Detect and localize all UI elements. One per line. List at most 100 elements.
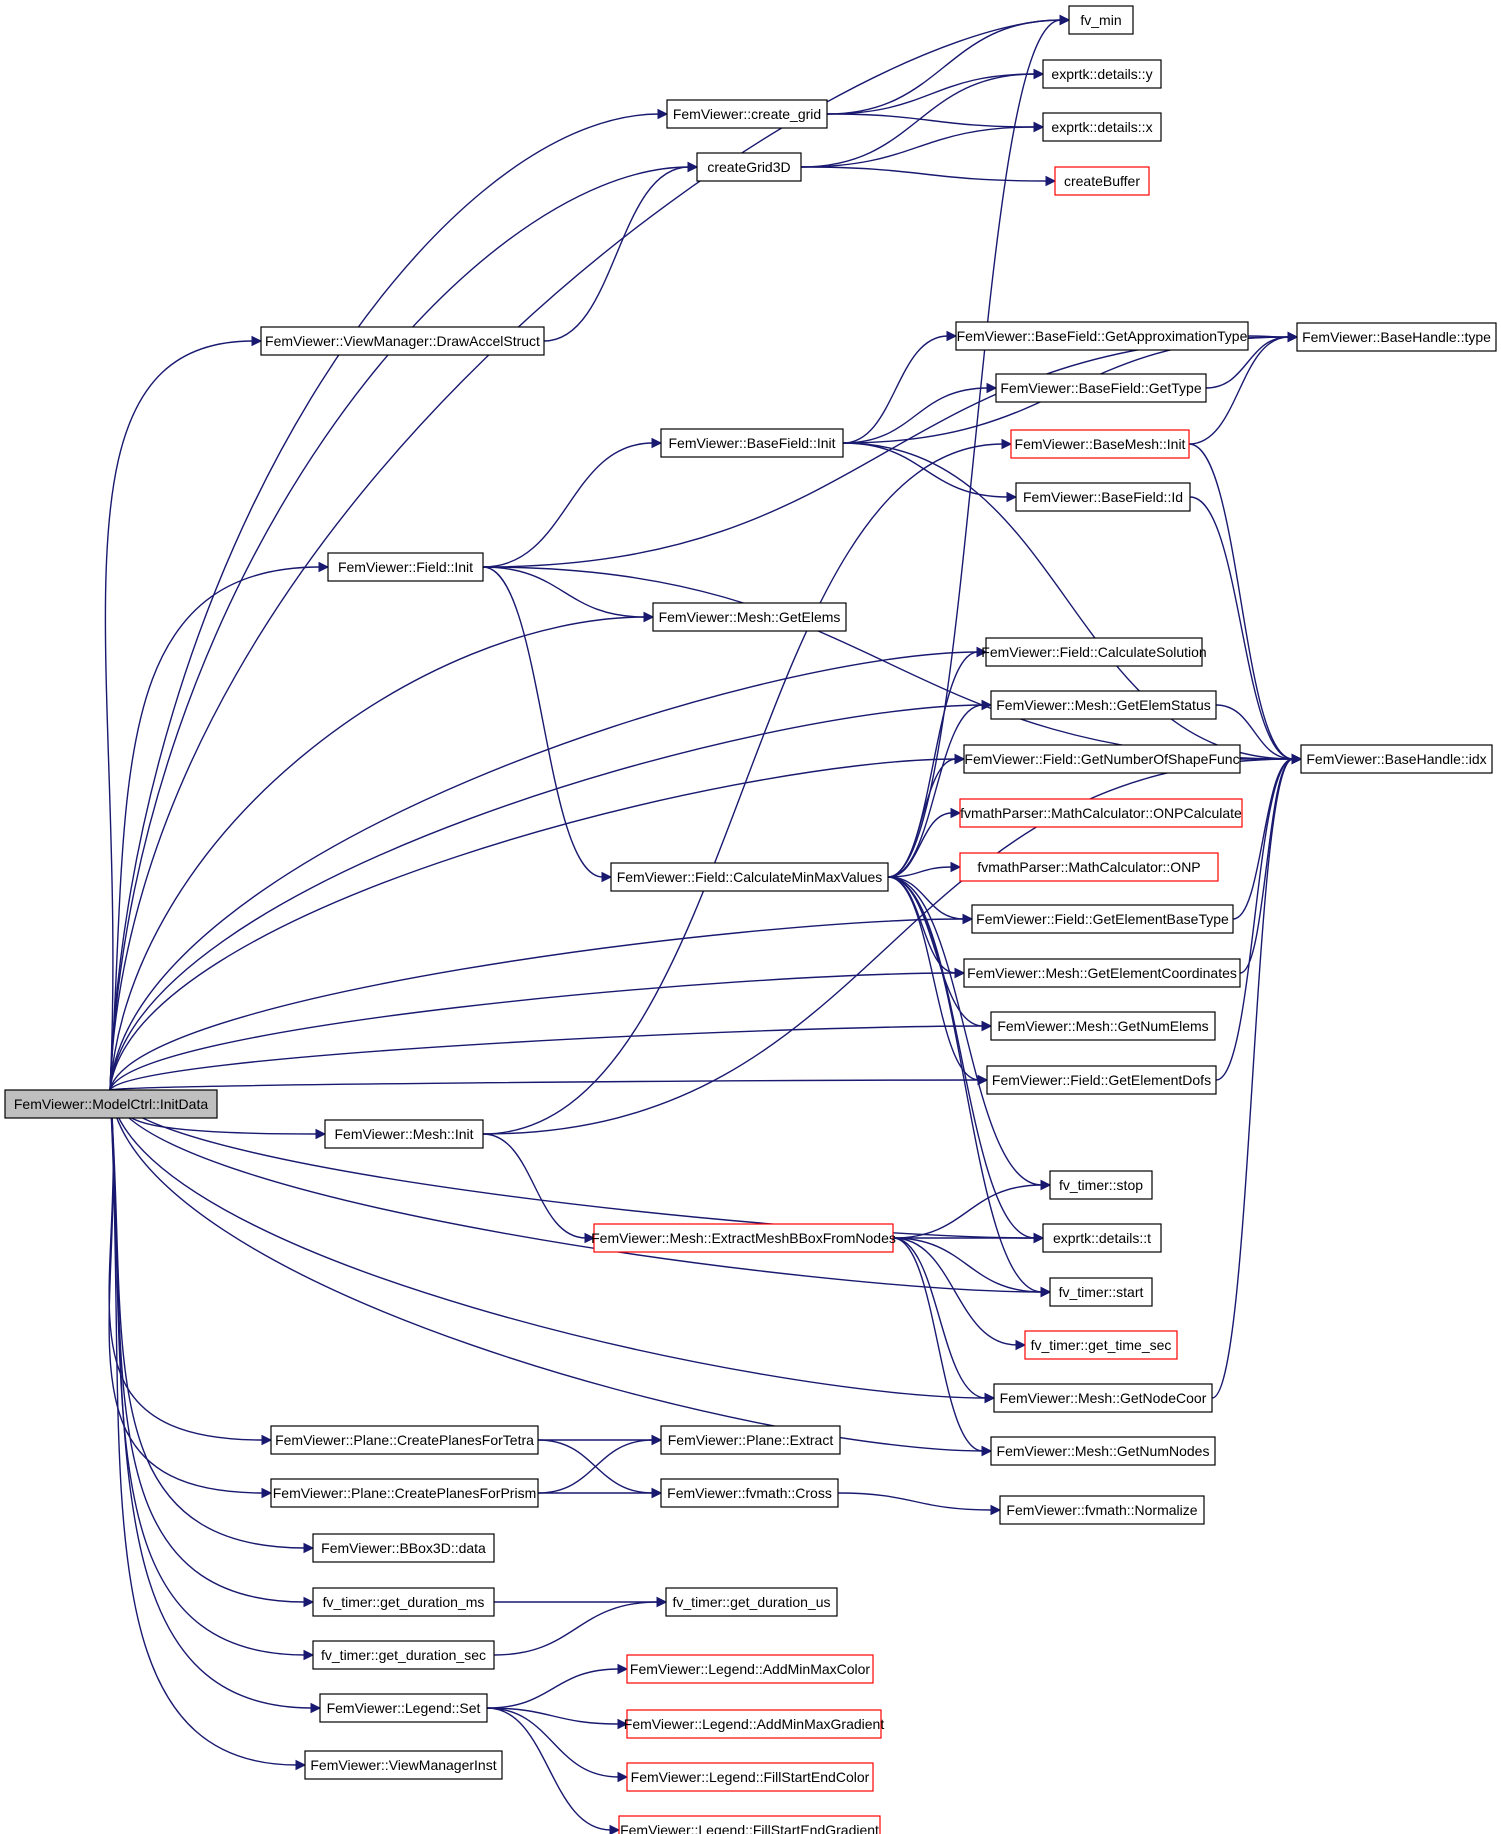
graph-node[interactable]: FemViewer::Field::CalculateMinMaxValues [610,862,889,892]
node-box [959,852,1219,882]
graph-node[interactable]: fv_timer::stop [1049,1170,1153,1200]
node-box [995,373,1207,403]
node-box [312,1640,495,1670]
graph-node[interactable]: exprtk::details::t [1042,1223,1162,1253]
edge-n0-n19 [109,753,966,1091]
graph-node[interactable]: createGrid3D [696,152,802,182]
graph-node[interactable]: FemViewer::BaseField::Id [1015,482,1191,512]
node-box [985,637,1203,667]
graph-node[interactable]: fv_min [1068,5,1134,35]
node-box [260,326,545,356]
graph-node[interactable]: FemViewer::Plane::CreatePlanesForTetra [270,1425,539,1455]
node-box [312,1587,495,1617]
graph-node[interactable]: FemViewer::Legend::FillStartEndColor [626,1762,874,1792]
graph-node[interactable]: FemViewer::Mesh::GetElemStatus [990,690,1217,720]
node-label: FemViewer::Field::GetElementBaseType [976,911,1229,927]
node-label: FemViewer::BaseField::GetApproximationTy… [957,328,1248,344]
graph-node[interactable]: fv_timer::get_duration_sec [312,1640,495,1670]
edge-n38-n39 [837,1492,1002,1516]
graph-node[interactable]: FemViewer::Legend::AddMinMaxGradient [624,1709,885,1739]
graph-node[interactable]: FemViewer::Mesh::GetNumNodes [990,1436,1216,1466]
graph-node[interactable]: FemViewer::Mesh::ExtractMeshBBoxFromNode… [591,1223,896,1253]
node-box [626,1709,882,1739]
node-label: FemViewer::BaseField::Init [668,435,835,451]
graph-node[interactable]: FemViewer::create_grid [666,99,828,129]
node-box [660,1425,841,1455]
edge-n0-n30 [109,1089,1045,1244]
graph-node[interactable]: createBuffer [1054,166,1150,196]
graph-node[interactable]: FemViewer::BaseMesh::Init [1010,429,1190,459]
graph-node[interactable]: FemViewer::Field::GetElementBaseType [971,904,1234,934]
graph-node[interactable]: FemViewer::Mesh::GetElems [652,602,847,632]
graph-node[interactable]: FemViewer::Field::CalculateSolution [981,637,1207,667]
graph-node[interactable]: FemViewer::Legend::Set [319,1693,488,1723]
graph-node[interactable]: FemViewer::Field::GetNumberOfShapeFunc [963,744,1241,774]
node-box [304,1750,503,1780]
node-box [610,862,889,892]
graph-node[interactable]: exprtk::details::x [1042,112,1162,142]
graph-node[interactable]: FemViewer::Legend::AddMinMaxColor [626,1654,874,1684]
node-box [1042,112,1162,142]
graph-node[interactable]: FemViewer::BaseField::GetApproximationTy… [955,321,1249,351]
node-box [270,1478,539,1508]
graph-node[interactable]: FemViewer::Plane::Extract [660,1425,841,1455]
graph-node[interactable]: FemViewer::BaseField::GetType [995,373,1207,403]
edge-n0-n45 [109,1089,322,1714]
node-label: FemViewer::fvmath::Cross [667,1485,832,1501]
edge-n21-n20 [887,807,962,878]
graph-node[interactable]: exprtk::details::y [1042,59,1162,89]
graph-node[interactable]: FemViewer::ViewManager::DrawAccelStruct [260,326,545,356]
node-label: FemViewer::ViewManager::DrawAccelStruct [265,333,540,349]
node-label: FemViewer::BaseMesh::Init [1015,436,1186,452]
edge-n0-n1 [109,14,1071,1091]
graph-node[interactable]: FemViewer::fvmath::Cross [660,1478,839,1508]
graph-node[interactable]: fv_timer::get_duration_ms [312,1587,495,1617]
node-label: fv_timer::start [1059,1284,1144,1300]
graph-node[interactable]: fv_timer::get_time_sec [1024,1330,1178,1360]
graph-node[interactable]: FemViewer::Mesh::Init [324,1119,484,1149]
edge-n29-n32 [892,1237,1027,1351]
node-label: FemViewer::Plane::CreatePlanesForPrism [273,1485,537,1501]
graph-node[interactable]: FemViewer::ModelCtrl::InitData [4,1089,218,1119]
node-label: FemViewer::Legend::AddMinMaxGradient [624,1716,885,1732]
graph-node[interactable]: FemViewer::Field::GetElementDofs [986,1065,1217,1095]
node-label: exprtk::details::x [1051,119,1152,135]
node-box [1054,166,1150,196]
graph-node[interactable]: FemViewer::ViewManagerInst [304,1750,503,1780]
edge-n0-n48 [109,1089,307,1771]
graph-node[interactable]: FemViewer::BaseHandle::idx [1300,744,1493,774]
node-label: fv_min [1080,12,1121,28]
graph-node[interactable]: FemViewer::Field::Init [327,552,484,582]
edge-n21-n22 [887,861,962,878]
graph-node[interactable]: FemViewer::fvmath::Normalize [999,1495,1205,1525]
graph-node[interactable]: FemViewer::BaseHandle::type [1296,322,1497,352]
node-label: FemViewer::Mesh::GetElemStatus [996,697,1210,713]
node-label: FemViewer::Field::GetElementDofs [992,1072,1211,1088]
graph-node[interactable]: fvmathParser::MathCalculator::ONPCalcula… [959,798,1243,828]
node-label: fv_timer::get_duration_sec [321,1647,486,1663]
node-label: FemViewer::Mesh::GetNodeCoor [1000,1390,1207,1406]
graph-node[interactable]: FemViewer::Plane::CreatePlanesForPrism [270,1478,539,1508]
graph-node[interactable]: FemViewer::Mesh::GetElementCoordinates [963,958,1241,988]
node-box [327,552,484,582]
edge-n45-n44 [486,1663,629,1709]
edge-n21-n24 [887,876,966,979]
graph-node[interactable]: fv_timer::start [1049,1277,1153,1307]
graph-node[interactable]: FemViewer::Mesh::GetNumElems [990,1011,1216,1041]
edge-n2-n1 [826,14,1071,115]
node-label: FemViewer::Mesh::GetElementCoordinates [967,965,1237,981]
node-box [959,798,1243,828]
graph-node[interactable]: FemViewer::Legend::FillStartEndGradient [618,1815,881,1834]
edge-n0-n31 [109,1089,1052,1298]
edge-n2-n4 [826,113,1045,133]
graph-node[interactable]: FemViewer::BBox3D::data [312,1533,495,1563]
node-box [955,321,1249,351]
node-box [618,1815,881,1834]
graph-node[interactable]: FemViewer::BaseField::Init [660,428,844,458]
node-label: FemViewer::Legend::AddMinMaxColor [630,1661,871,1677]
graph-node[interactable]: FemViewer::Mesh::GetNodeCoor [993,1383,1213,1413]
graph-node[interactable]: fvmathParser::MathCalculator::ONP [959,852,1219,882]
node-box [652,602,847,632]
graph-node[interactable]: fv_timer::get_duration_us [665,1587,838,1617]
